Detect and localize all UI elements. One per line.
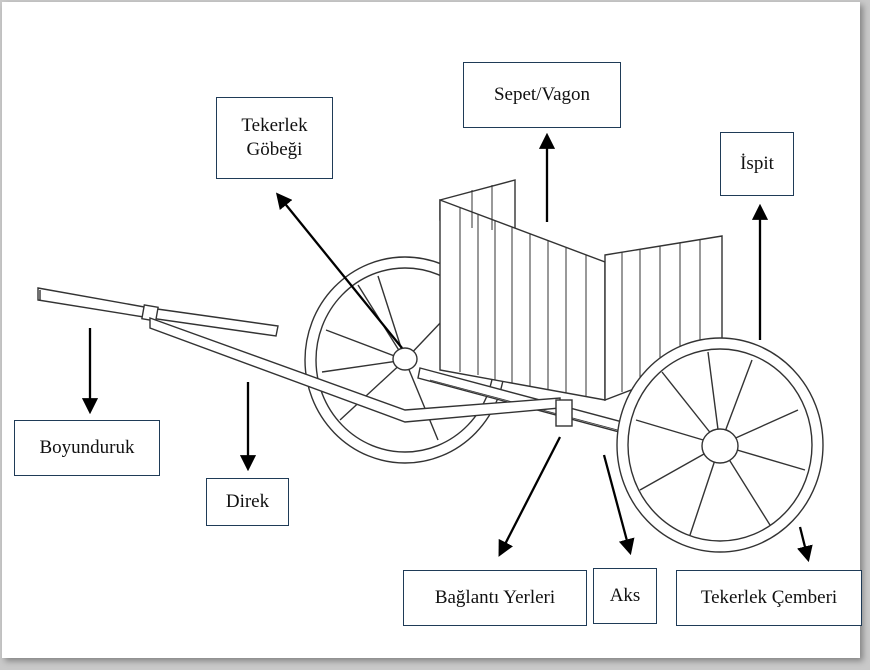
pointer-arrows bbox=[81, 132, 813, 563]
back-wheel-hub bbox=[392, 347, 418, 371]
label-tekerlek-cemberi: Tekerlek Çemberi bbox=[676, 570, 862, 626]
label-baglanti-yerleri: Bağlantı Yerleri bbox=[403, 570, 587, 626]
front-wheel bbox=[616, 337, 824, 553]
arrow-aks bbox=[602, 454, 635, 556]
label-ispit: İspit bbox=[720, 132, 794, 196]
basket-slats bbox=[459, 185, 701, 396]
label-tekerlek-gobegi: Tekerlek Göbeği bbox=[216, 97, 333, 179]
label-boyunduruk: Boyunduruk bbox=[14, 420, 160, 476]
arrow-tekerlek-gobegi bbox=[275, 192, 403, 349]
arrow-baglanti-yerleri bbox=[498, 436, 562, 557]
connection-block bbox=[555, 399, 573, 427]
label-aks: Aks bbox=[593, 568, 657, 624]
front-wheel-hub bbox=[701, 428, 739, 464]
label-direk: Direk bbox=[206, 478, 289, 526]
label-sepet-vagon: Sepet/Vagon bbox=[463, 62, 621, 128]
arrow-tekerlek-cemberi bbox=[797, 526, 813, 563]
